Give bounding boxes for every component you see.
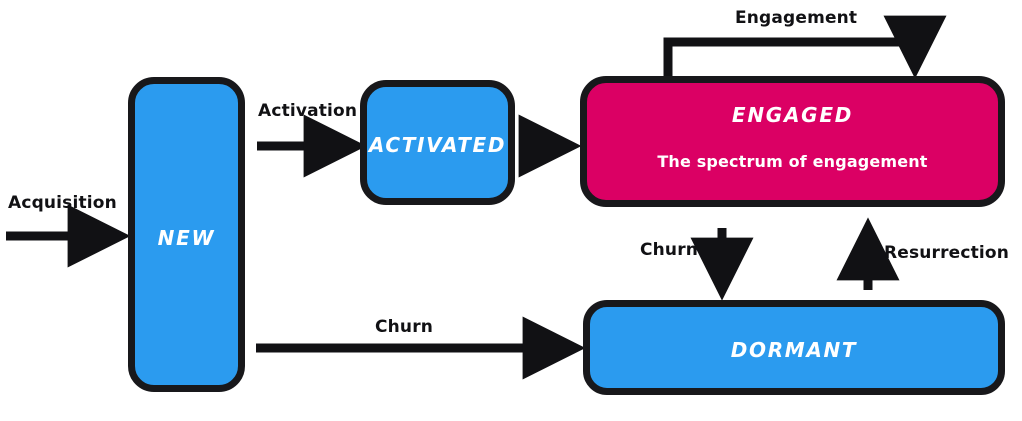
node-activated-label: Activated bbox=[368, 126, 507, 159]
edge-label-engagement: Engagement bbox=[735, 8, 858, 28]
node-engaged-label: Engaged bbox=[731, 95, 854, 129]
node-new-label: New bbox=[157, 217, 216, 252]
edge-label-churn-engaged: Churn bbox=[640, 240, 699, 260]
edge-label-churn-new: Churn bbox=[375, 317, 434, 337]
edge-label-activation: Activation bbox=[258, 101, 358, 121]
arrow-engagement-loop bbox=[663, 15, 947, 79]
node-new[interactable]: New bbox=[128, 77, 245, 392]
node-engaged[interactable]: Engaged bbox=[580, 76, 1005, 207]
node-dormant-label: Dormant bbox=[730, 331, 858, 364]
edge-label-acquisition: Acquisition bbox=[8, 193, 117, 213]
node-activated[interactable]: Activated bbox=[360, 80, 515, 205]
edge-label-resurrection: Resurrection bbox=[884, 243, 1009, 263]
node-dormant[interactable]: Dormant bbox=[583, 300, 1005, 395]
spectrum-of-engagement-caption: The spectrum of engagement bbox=[657, 152, 928, 171]
